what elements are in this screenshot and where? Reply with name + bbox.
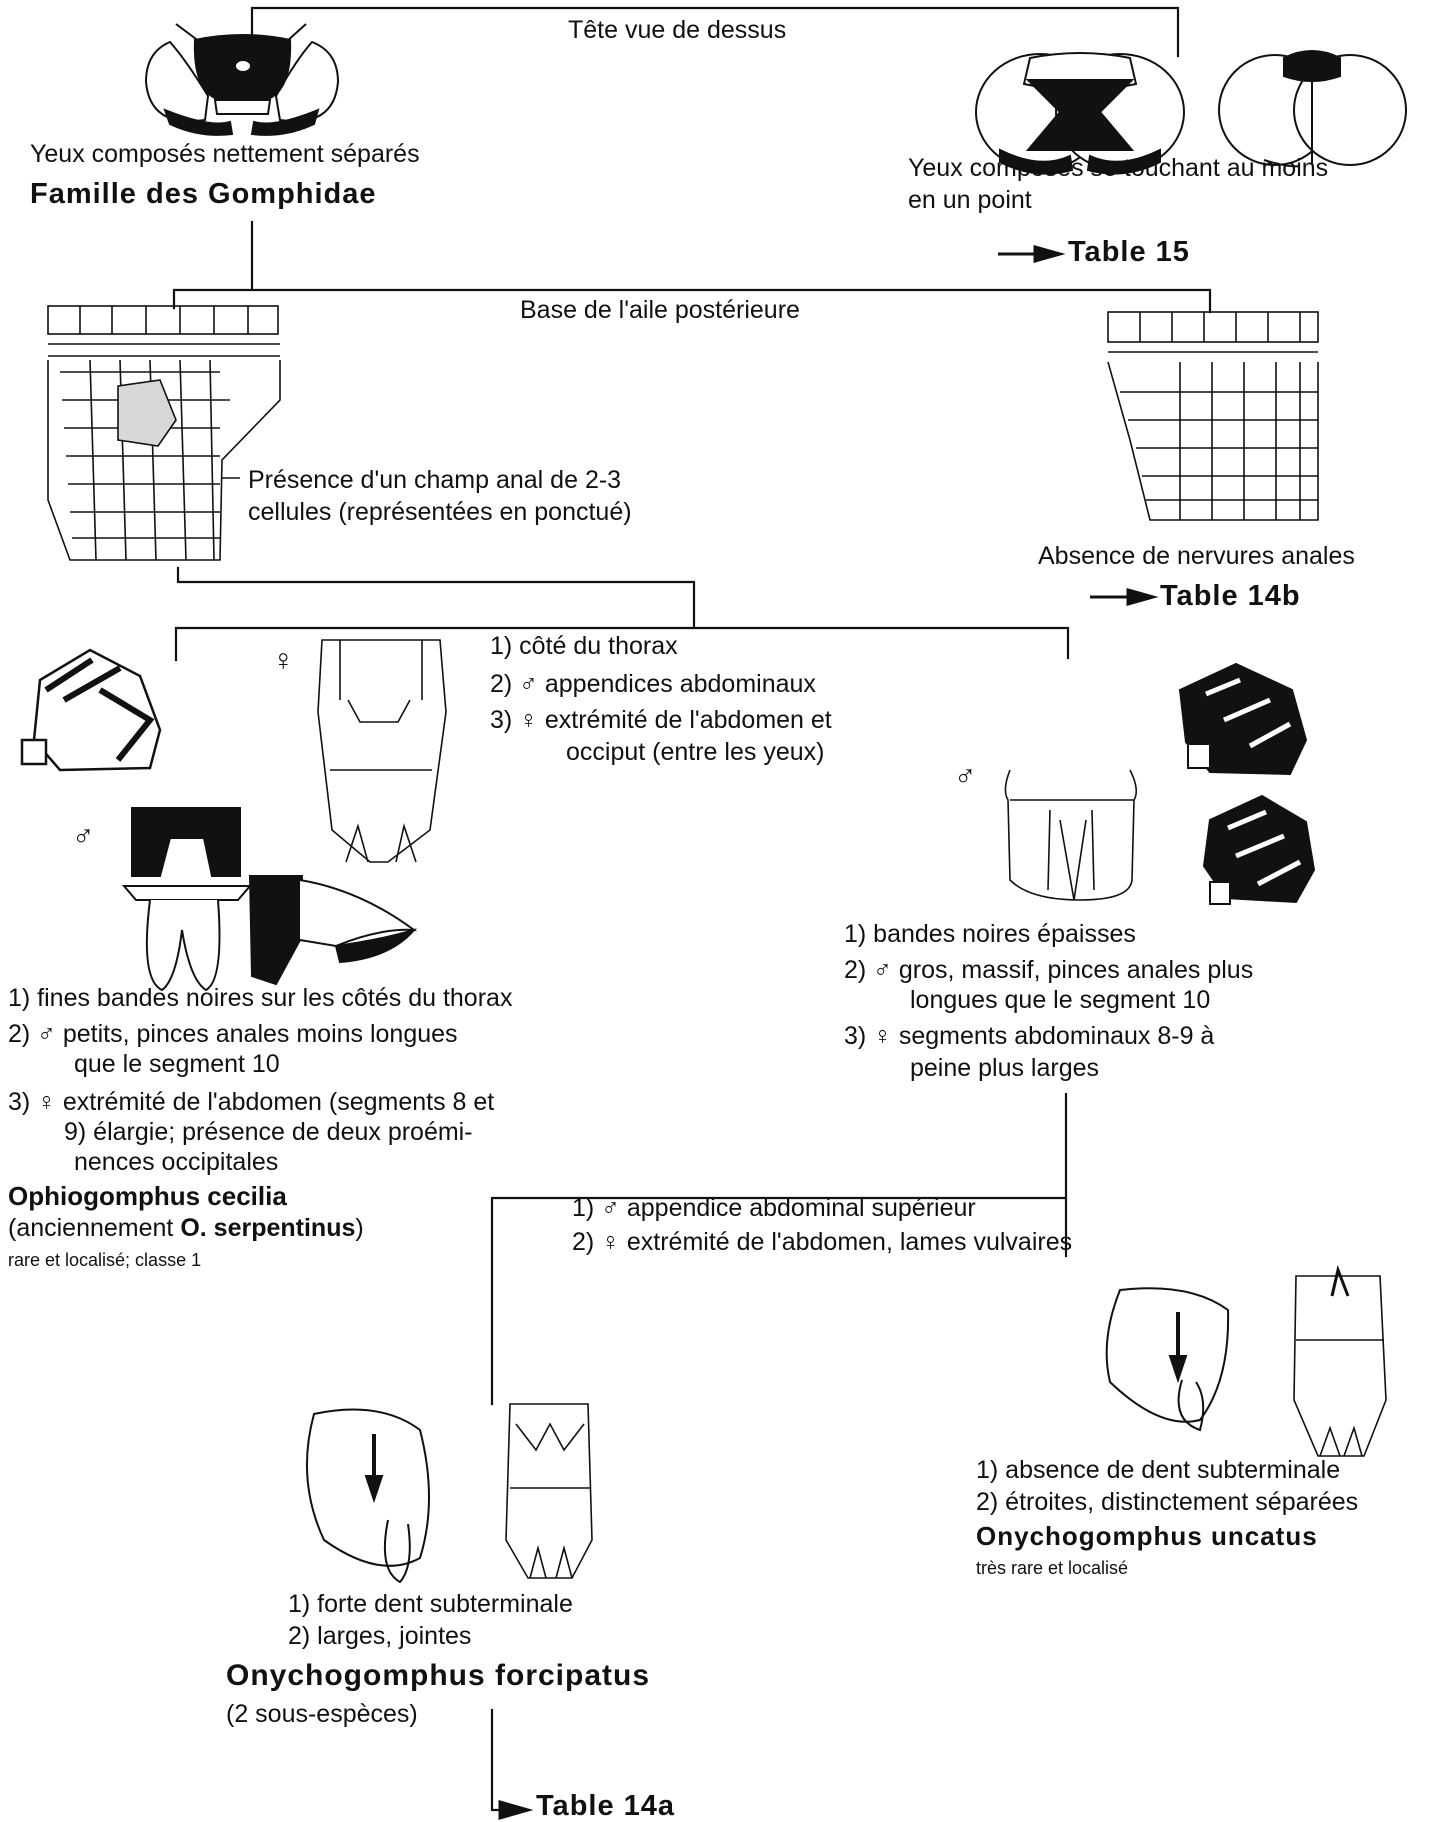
uncatus-character-2: 2) étroites, distinctement séparées xyxy=(976,1488,1359,1516)
uncatus-character-1: 1) absence de dent subterminale xyxy=(976,1456,1341,1484)
uncatus-status: très rare et localisé xyxy=(976,1558,1129,1578)
anal-field-text-1: Présence d'un champ anal de 2-3 xyxy=(248,466,622,494)
forcipatus-note: (2 sous-espèces) xyxy=(226,1700,418,1728)
couplet3-criterion-2: 2) ♂ appendices abdominaux xyxy=(490,670,816,698)
table-15-link[interactable]: Table 15 xyxy=(1068,236,1190,268)
eyes-touching-text-2: en un point xyxy=(908,186,1032,214)
couplet3-criterion-3b: occiput (entre les yeux) xyxy=(566,738,825,766)
eyes-touching-text-1: Yeux composés se touchant au moins xyxy=(908,154,1329,182)
ophio-male-appendages-drawing xyxy=(121,807,418,992)
ophio-character-1: 1) fines bandes noires sur les côtés du … xyxy=(8,984,513,1012)
ophio-thorax-drawing xyxy=(20,648,162,772)
couplet3-criterion-1: 1) côté du thorax xyxy=(490,632,678,660)
couplet4-criterion-2: 2) ♀ extrémité de l'abdomen, lames vulva… xyxy=(572,1228,1073,1256)
wing-anal-field-drawing xyxy=(47,305,281,561)
anal-field-text-2: cellules (représentées en ponctué) xyxy=(248,498,632,526)
male-symbol-icon: ♂ xyxy=(954,760,977,793)
uncatus-species-name: Onychogomphus uncatus xyxy=(976,1521,1318,1551)
onycho-character-1: 1) bandes noires épaisses xyxy=(844,920,1136,948)
forcipatus-character-2: 2) larges, jointes xyxy=(288,1622,472,1650)
family-gomphidae: Famille des Gomphidae xyxy=(30,178,377,210)
male-symbol-icon: ♂ xyxy=(72,820,95,853)
table-14a-link[interactable]: Table 14a xyxy=(536,1790,676,1822)
ophio-character-3c: nences occipitales xyxy=(74,1148,279,1176)
onycho-male-appendages-drawing xyxy=(1004,769,1138,901)
ophio-formerly: (anciennement O. serpentinus) xyxy=(8,1214,364,1242)
onycho-character-2a: 2) ♂ gros, massif, pinces anales plus xyxy=(844,956,1254,984)
ophio-character-2a: 2) ♂ petits, pinces anales moins longues xyxy=(8,1020,458,1048)
arrow-table14a-icon xyxy=(498,1800,534,1820)
female-symbol-icon: ♀ xyxy=(272,644,295,677)
anal-absent-text: Absence de nervures anales xyxy=(1038,542,1355,570)
wing-no-anal-drawing xyxy=(1107,311,1319,521)
ophio-character-3a: 3) ♀ extrémité de l'abdomen (segments 8 … xyxy=(8,1088,495,1116)
wing-label: Base de l'aile postérieure xyxy=(520,296,800,324)
ophio-species-name: Ophiogomphus cecilia xyxy=(8,1181,287,1211)
onycho-character-3a: 3) ♀ segments abdominaux 8-9 à xyxy=(844,1022,1215,1050)
forcipatus-species-name: Onychogomphus forcipatus xyxy=(226,1659,651,1692)
onycho-thorax-drawing-1 xyxy=(1178,662,1308,776)
connector-couplet2 xyxy=(172,220,1212,314)
connector-couplet3 xyxy=(174,566,1070,662)
onycho-character-3b: peine plus larges xyxy=(910,1054,1100,1082)
head-view-label: Tête vue de dessus xyxy=(568,16,787,44)
head-touching-drawing-1 xyxy=(975,52,1185,175)
head-touching-drawing-2 xyxy=(1218,50,1407,168)
forcipatus-male-appendage-drawing xyxy=(305,1408,430,1584)
ophio-status: rare et localisé; classe 1 xyxy=(8,1250,202,1270)
uncatus-male-appendage-drawing xyxy=(1105,1287,1230,1432)
onycho-thorax-drawing-2 xyxy=(1202,794,1316,905)
connector-forcipatus xyxy=(490,1708,507,1812)
head-separated-drawing xyxy=(144,23,340,136)
forcipatus-character-1: 1) forte dent subterminale xyxy=(288,1590,573,1618)
couplet4-criterion-1: 1) ♂ appendice abdominal supérieur xyxy=(572,1194,976,1222)
onycho-character-2b: longues que le segment 10 xyxy=(910,986,1211,1014)
ophio-female-abdomen-drawing xyxy=(317,639,447,863)
ophio-character-2b: que le segment 10 xyxy=(74,1050,280,1078)
arrow-icons xyxy=(498,245,1159,1820)
connector-couplet4 xyxy=(490,1092,1068,1406)
ophio-character-3b: 9) élargie; présence de deux proémi- xyxy=(64,1118,473,1146)
uncatus-female-abdomen-drawing xyxy=(1293,1264,1387,1457)
couplet3-criterion-3a: 3) ♀ extrémité de l'abdomen et xyxy=(490,706,832,734)
table-14b-link[interactable]: Table 14b xyxy=(1160,580,1301,612)
forcipatus-female-abdomen-drawing xyxy=(505,1403,593,1579)
eyes-separated-text: Yeux composés nettement séparés xyxy=(30,140,420,168)
